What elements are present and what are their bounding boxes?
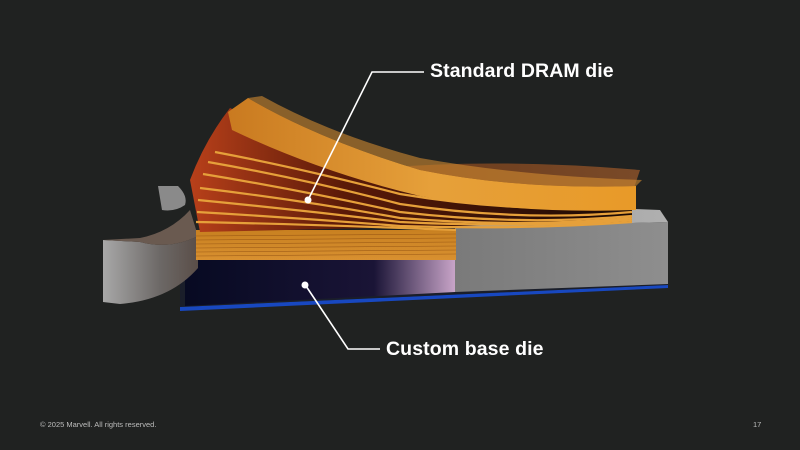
callout-custom-base-die: Custom base die bbox=[386, 338, 544, 360]
callout-standard-dram-die: Standard DRAM die bbox=[430, 60, 614, 82]
copyright-footer: © 2025 Marvell. All rights reserved. bbox=[40, 420, 157, 429]
page-number: 17 bbox=[753, 420, 762, 429]
base-die bbox=[185, 252, 455, 306]
